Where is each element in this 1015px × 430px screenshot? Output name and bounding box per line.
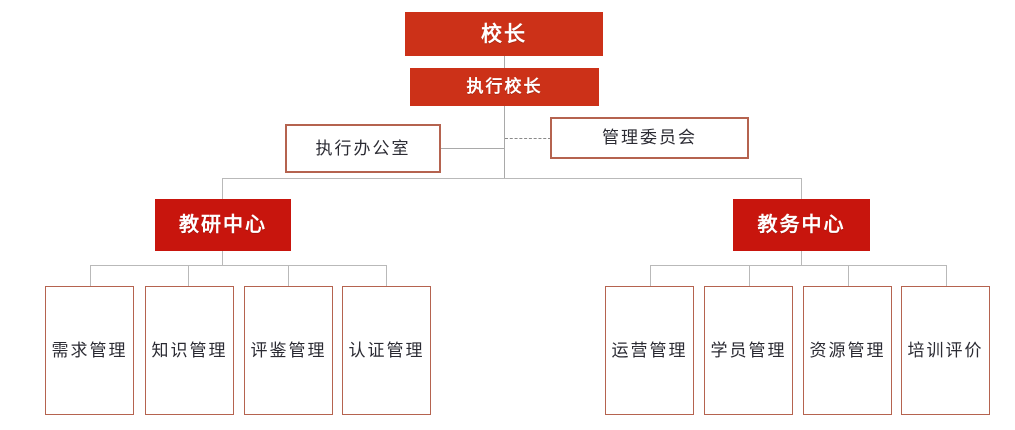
- node-management-committee[interactable]: 管理委员会: [550, 117, 749, 159]
- node-xueyuan-guanli[interactable]: 学员管理: [704, 286, 793, 415]
- connector-management-committee-dashed-link: [505, 138, 551, 139]
- node-peixun-pingjia-label: 培训评价: [907, 340, 984, 360]
- connector-drop-to-xueyuan: [749, 265, 750, 286]
- node-peixun-pingjia[interactable]: 培训评价: [901, 286, 990, 415]
- connector-drop-to-pingjian: [288, 265, 289, 286]
- connector-drop-to-yunying: [650, 265, 651, 286]
- node-executive-principal-label: 执行校长: [466, 77, 543, 97]
- connector-drop-to-teaching-research-center: [222, 178, 223, 200]
- connector-academic-affairs-trunk: [801, 251, 802, 266]
- node-xuqiu-guanli[interactable]: 需求管理: [45, 286, 134, 415]
- node-executive-office-label: 执行办公室: [315, 138, 411, 158]
- node-zhishi-guanli-label: 知识管理: [151, 340, 228, 360]
- connector-drop-to-zhishi: [188, 265, 189, 286]
- node-teaching-research-center[interactable]: 教研中心: [155, 199, 291, 251]
- connector-centers-bus: [222, 178, 802, 179]
- node-xueyuan-guanli-label: 学员管理: [710, 340, 787, 360]
- node-yunying-guanli[interactable]: 运营管理: [605, 286, 694, 415]
- node-executive-office[interactable]: 执行办公室: [285, 124, 441, 173]
- node-ziyuan-guanli-label: 资源管理: [809, 340, 886, 360]
- connector-drop-to-academic-affairs-center: [801, 178, 802, 200]
- connector-executive-office-link: [440, 148, 505, 149]
- connector-teaching-research-trunk: [222, 251, 223, 266]
- node-xuqiu-guanli-label: 需求管理: [51, 340, 128, 360]
- node-management-committee-label: 管理委员会: [602, 128, 697, 148]
- connector-drop-to-renzheng: [386, 265, 387, 286]
- connector-drop-to-ziyuan: [848, 265, 849, 286]
- node-renzheng-guanli[interactable]: 认证管理: [342, 286, 431, 415]
- connector-drop-to-peixun: [946, 265, 947, 286]
- node-academic-affairs-center-label: 教务中心: [757, 213, 846, 236]
- node-principal-label: 校长: [481, 21, 527, 46]
- connector-teaching-research-bus: [90, 265, 386, 266]
- connector-executive-principal-trunk: [504, 105, 505, 179]
- node-academic-affairs-center[interactable]: 教务中心: [733, 199, 870, 251]
- node-yunying-guanli-label: 运营管理: [611, 340, 688, 360]
- node-teaching-research-center-label: 教研中心: [179, 213, 267, 236]
- node-ziyuan-guanli[interactable]: 资源管理: [803, 286, 892, 415]
- connector-drop-to-xuqiu: [90, 265, 91, 286]
- node-pingjian-guanli-label: 评鉴管理: [250, 340, 327, 360]
- connector-academic-affairs-bus: [650, 265, 947, 266]
- node-zhishi-guanli[interactable]: 知识管理: [145, 286, 234, 415]
- node-executive-principal[interactable]: 执行校长: [410, 68, 599, 106]
- node-principal[interactable]: 校长: [405, 12, 603, 56]
- node-pingjian-guanli[interactable]: 评鉴管理: [244, 286, 333, 415]
- node-renzheng-guanli-label: 认证管理: [348, 340, 425, 360]
- connector-principal-to-executive-principal: [504, 55, 505, 68]
